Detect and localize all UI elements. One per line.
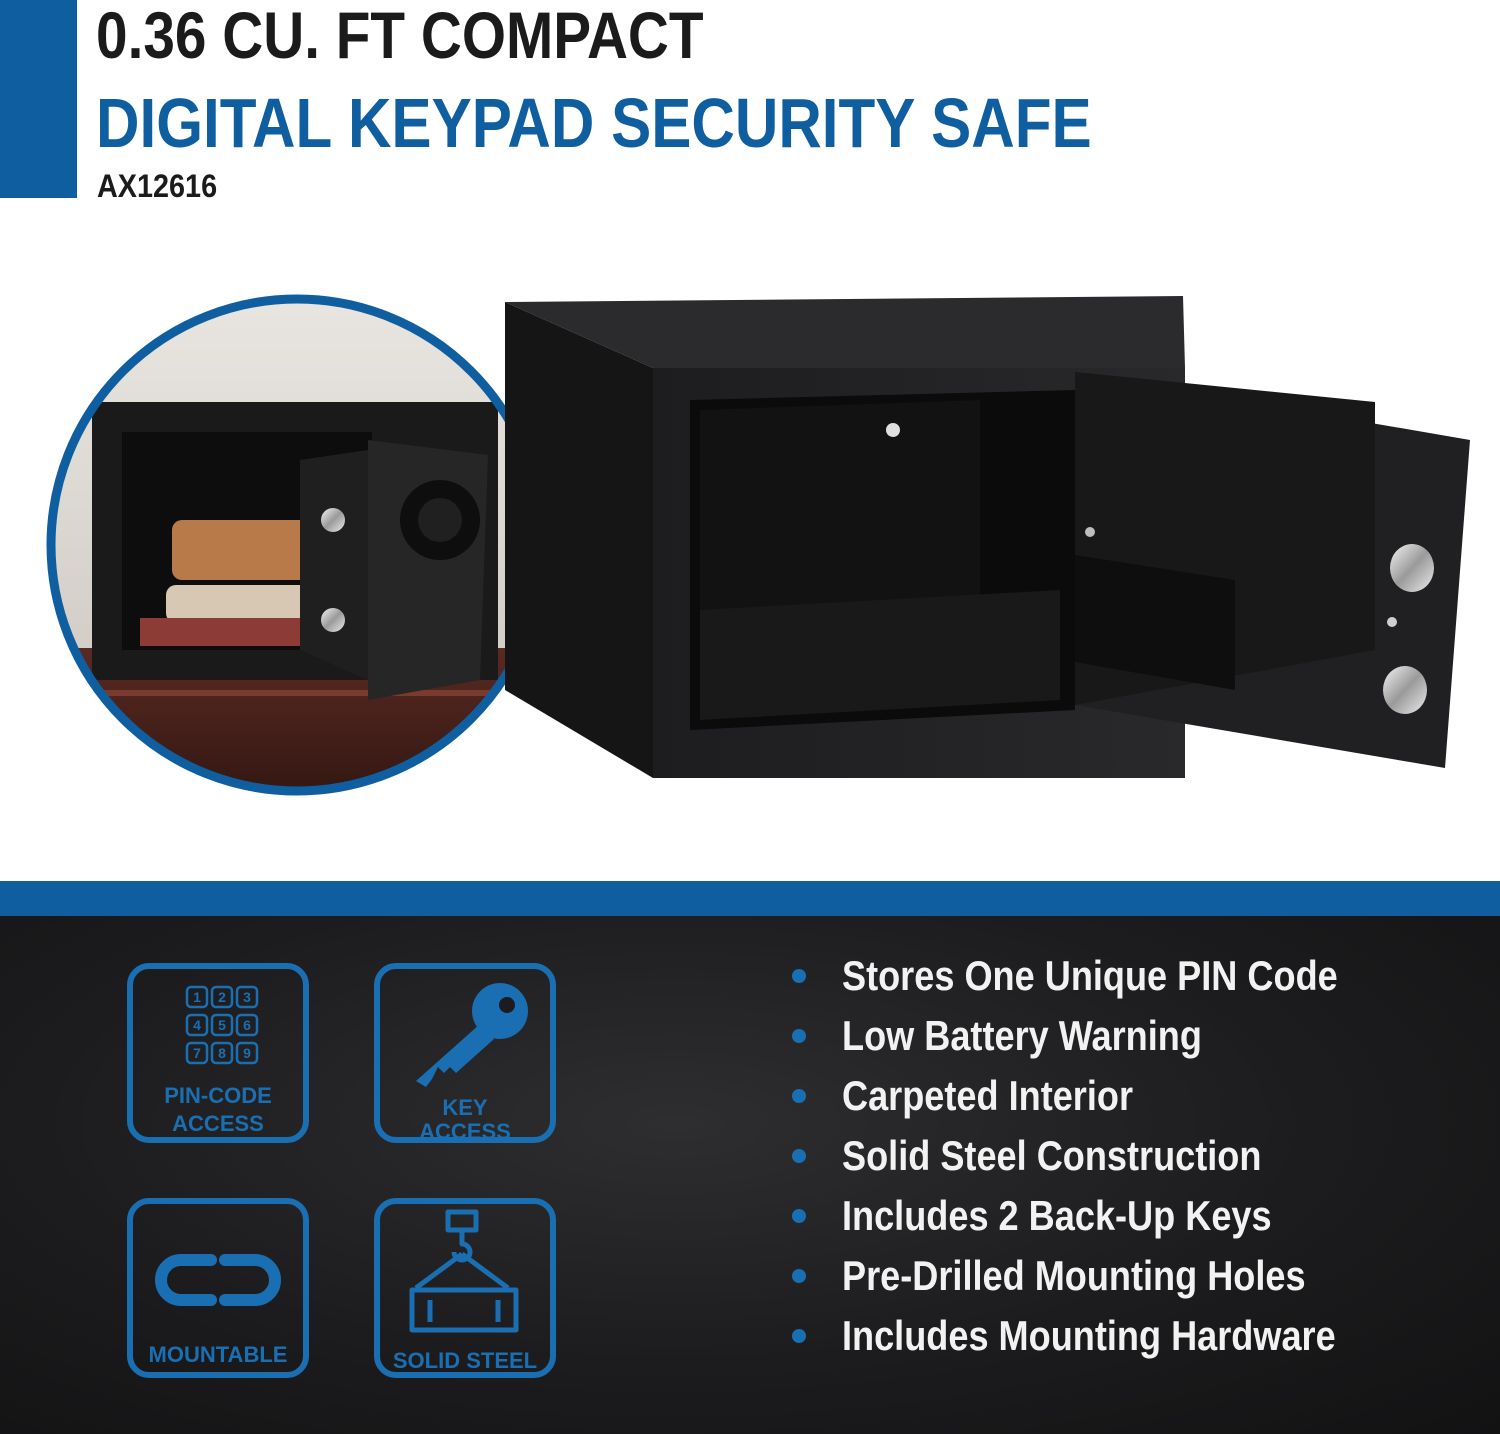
header-accent-bar: [0, 0, 77, 198]
badge-label-line-1: MOUNTABLE: [148, 1342, 288, 1367]
bullet-dot: [792, 1329, 806, 1343]
svg-text:6: 6: [243, 1017, 251, 1033]
bottom-accent-stripe: [0, 881, 1500, 916]
inset-lifestyle-photo: [46, 294, 548, 796]
bullet-dot: [792, 1089, 806, 1103]
badge-key-access: KEY ACCESS: [374, 963, 556, 1144]
badge-label-line-2: ACCESS: [172, 1111, 264, 1136]
svg-text:2: 2: [218, 989, 226, 1005]
feature-item: Carpeted Interior: [790, 1070, 1480, 1130]
bullet-dot: [792, 969, 806, 983]
badge-label-line-1: SOLID STEEL: [392, 1348, 538, 1373]
feature-item: Solid Steel Construction: [790, 1130, 1480, 1190]
svg-text:7: 7: [193, 1045, 201, 1061]
model-number: AX12616: [97, 168, 218, 204]
product-title-line-1: 0.36 CU. FT COMPACT: [96, 0, 704, 72]
badge-label-line-1: KEY: [442, 1095, 488, 1120]
bullet-dot: [792, 1209, 806, 1223]
safe-main-image: [505, 296, 1470, 778]
badge-label-line-1: PIN-CODE: [164, 1083, 272, 1108]
feature-item: Low Battery Warning: [790, 1010, 1480, 1070]
key-icon: [416, 983, 528, 1087]
badge-mountable: MOUNTABLE: [127, 1198, 309, 1378]
steel-beam-icon: [409, 1209, 519, 1333]
svg-text:5: 5: [218, 1017, 226, 1033]
svg-text:9: 9: [243, 1045, 251, 1061]
features-panel: [0, 916, 1500, 1434]
svg-text:3: 3: [243, 989, 251, 1005]
badge-label-line-2: ACCESS: [419, 1119, 511, 1144]
product-image: [46, 294, 1470, 796]
bullet-dot: [792, 1029, 806, 1043]
feature-item: Pre-Drilled Mounting Holes: [790, 1250, 1480, 1310]
svg-text:1: 1: [193, 989, 201, 1005]
keypad-icon: 1 2 3 4 5 6 7 8 9: [185, 985, 259, 1065]
bullet-dot: [792, 1269, 806, 1283]
feature-item: Stores One Unique PIN Code: [790, 950, 1480, 1010]
features-list: Stores One Unique PIN Code Low Battery W…: [790, 950, 1480, 1370]
feature-item: Includes 2 Back-Up Keys: [790, 1190, 1480, 1250]
bullet-dot: [792, 1149, 806, 1163]
svg-text:4: 4: [193, 1017, 201, 1033]
product-title-line-2: DIGITAL KEYPAD SECURITY SAFE: [96, 84, 1092, 162]
chain-link-icon: [155, 1254, 281, 1306]
badge-pin-code-access: 1 2 3 4 5 6 7 8 9 PIN-CODE ACCESS: [127, 963, 309, 1143]
badge-solid-steel: SOLID STEEL: [374, 1198, 556, 1378]
svg-text:8: 8: [218, 1045, 226, 1061]
feature-item: Includes Mounting Hardware: [790, 1310, 1480, 1370]
